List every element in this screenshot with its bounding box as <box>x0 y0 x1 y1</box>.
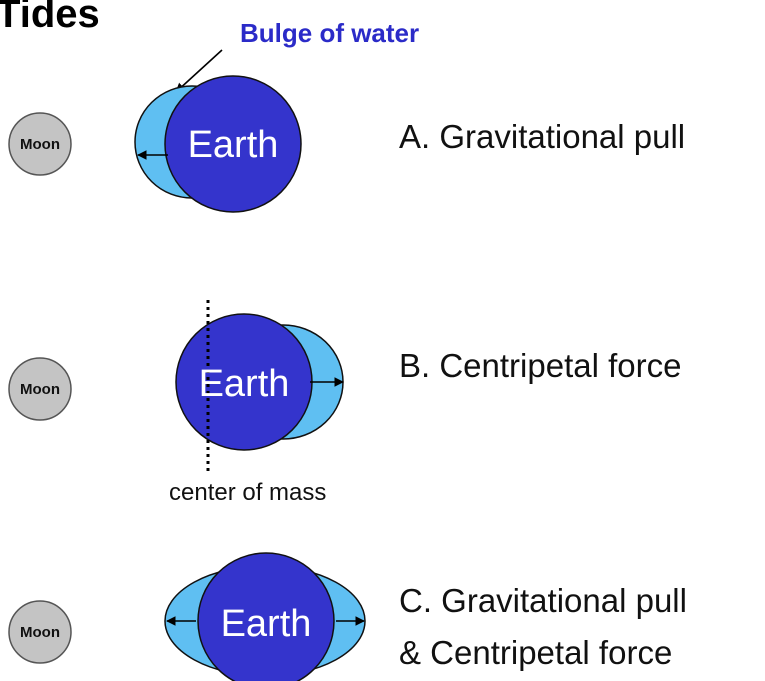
page-title: Tides <box>0 0 100 36</box>
panel-a: Moon Earth A. Gravitational pull <box>8 75 685 213</box>
earth-label-b: Earth <box>199 363 290 405</box>
moon-circle <box>8 357 72 421</box>
bulge-callout-arrow <box>175 49 223 93</box>
center-of-mass-label: center of mass <box>169 479 326 506</box>
moon-label: Moon <box>20 381 60 398</box>
earth-a <box>164 75 302 213</box>
bulge-callout-label: Bulge of water <box>240 18 419 48</box>
panel-c: Moon Earth C. Gravitational pull & Centr… <box>8 552 687 681</box>
moon-circle <box>8 112 72 176</box>
panel-b: Moon Earth center of mass B. Centripetal… <box>8 300 681 506</box>
moon-circle <box>8 600 72 664</box>
moon-label: Moon <box>20 624 60 641</box>
earth-c <box>197 552 335 681</box>
moon-a: Moon <box>8 112 72 176</box>
caption-c-line2: & Centripetal force <box>399 634 672 671</box>
earth-label-a: Earth <box>188 124 279 166</box>
caption-c-line1: C. Gravitational pull <box>399 582 687 619</box>
caption-a: A. Gravitational pull <box>399 118 685 155</box>
caption-b: B. Centripetal force <box>399 347 681 384</box>
moon-label: Moon <box>20 136 60 153</box>
earth-label-c: Earth <box>221 603 312 645</box>
moon-c: Moon <box>8 600 72 664</box>
moon-b: Moon <box>8 357 72 421</box>
